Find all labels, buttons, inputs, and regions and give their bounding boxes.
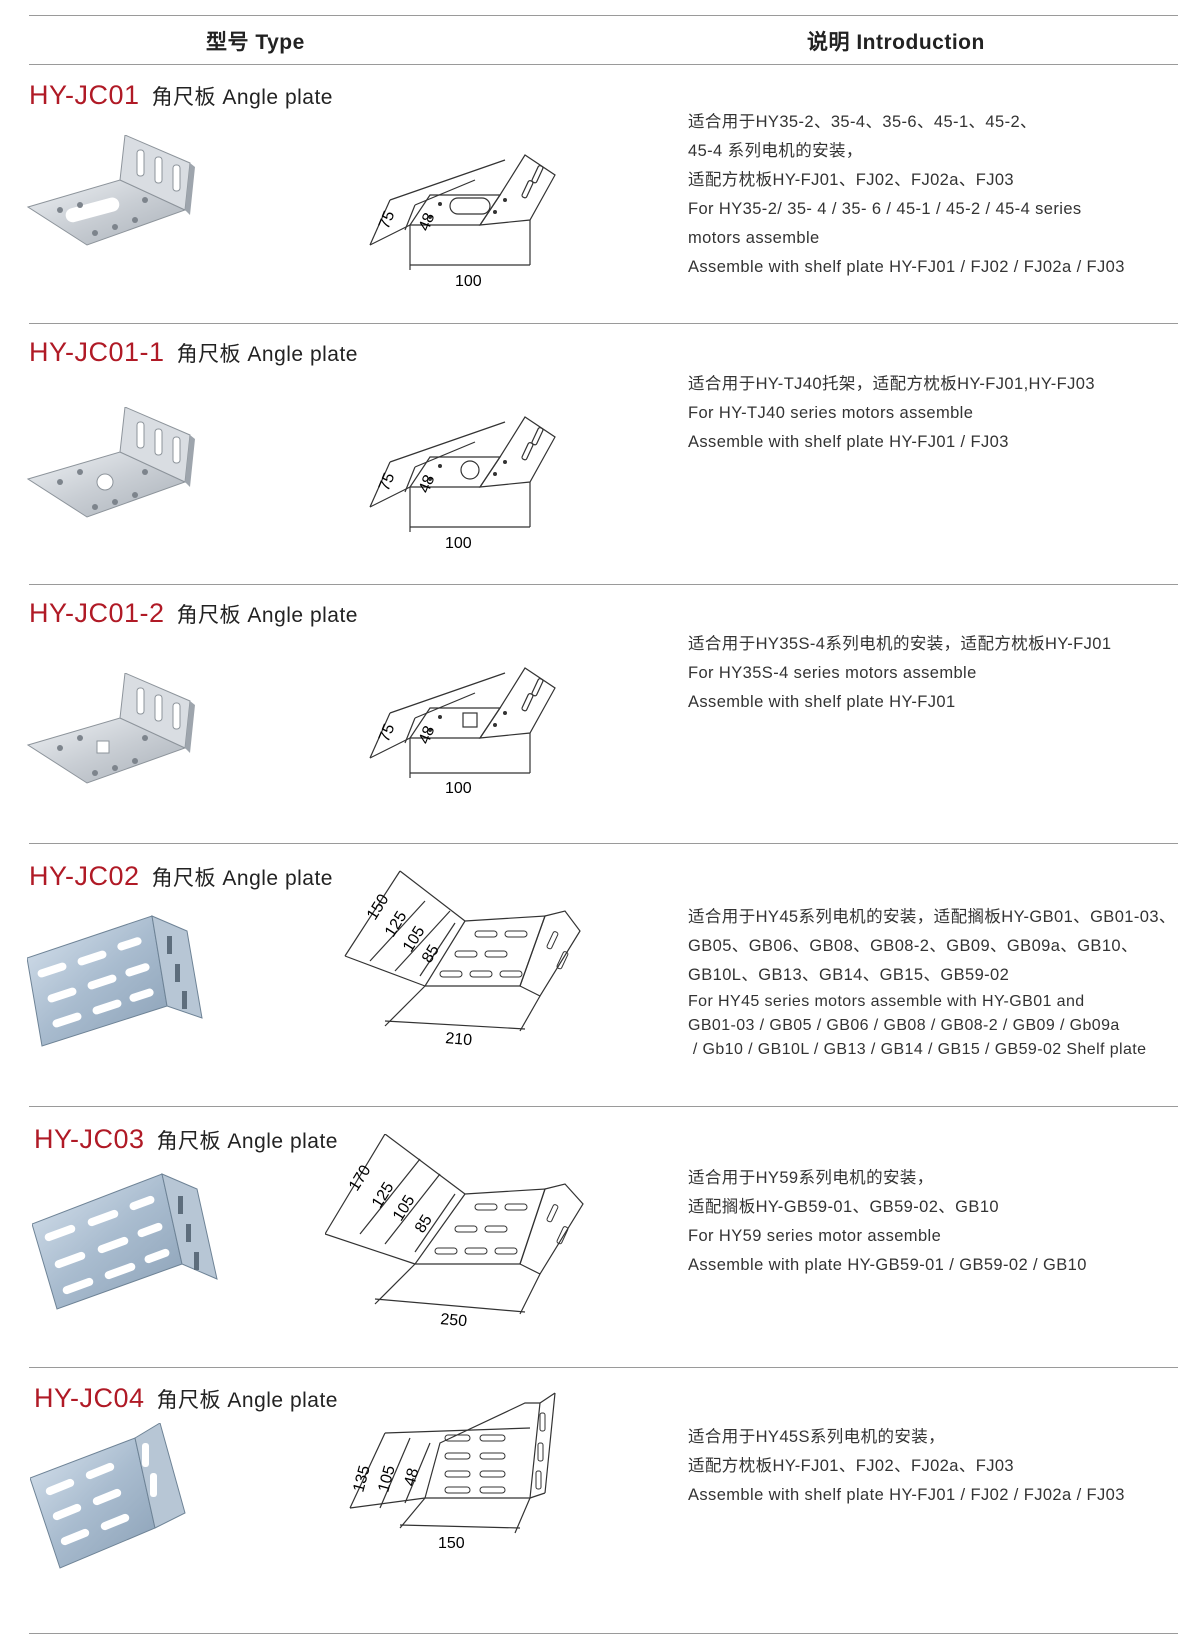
description-line: 适合用于HY35S-4系列电机的安装，适配方枕板HY-FJ01 — [688, 635, 1112, 653]
product-code: HY-JC02 — [29, 861, 140, 891]
dimension-label: 48 — [416, 211, 438, 234]
description-line: Assemble with plate HY-GB59-01 / GB59-02… — [688, 1256, 1087, 1274]
dimension-label: 48 — [416, 473, 438, 496]
product-code: HY-JC04 — [34, 1383, 145, 1413]
row-divider — [29, 843, 1178, 844]
product-name: 角尺板 Angle plate — [156, 1130, 338, 1153]
description-line: 适配方枕板HY-FJ01、FJ02、FJ02a、FJ03 — [688, 1457, 1015, 1475]
bottom-rule — [29, 1633, 1178, 1634]
dimension-drawing: 75 48 100 — [369, 154, 556, 290]
row-divider — [29, 584, 1178, 585]
angle-plate-photo — [26, 407, 195, 518]
product-title: HY-JC04 角尺板 Angle plate — [34, 1383, 338, 1414]
dimension-label: 150 — [438, 1535, 465, 1552]
description-line: 适合用于HY45S系列电机的安装， — [688, 1428, 946, 1446]
dimension-drawing: 75 48 100 — [369, 416, 556, 552]
product-code: HY-JC03 — [34, 1124, 145, 1154]
dimension-label: 75 — [376, 471, 398, 494]
angle-plate-photo — [32, 1173, 218, 1310]
description-line: For HY35-2/ 35- 4 / 35- 6 / 45-1 / 45-2 … — [688, 200, 1082, 218]
description-line: Assemble with shelf plate HY-FJ01 / FJ02… — [688, 258, 1125, 276]
product-code: HY-JC01-1 — [29, 337, 165, 367]
description-line: Assemble with shelf plate HY-FJ01 / FJ03 — [688, 433, 1009, 451]
type-column-header: 型号 Type — [206, 31, 305, 54]
dimension-label: 125 — [369, 1179, 398, 1211]
dimension-label: 170 — [346, 1162, 375, 1194]
product-description: 适合用于HY45系列电机的安装，适配搁板HY-GB01、GB01-03、 GB0… — [688, 903, 1176, 1062]
description-line: For HY-TJ40 series motors assemble — [688, 404, 974, 422]
product-description: 适合用于HY59系列电机的安装， 适配搁板HY-GB59-01、GB59-02、… — [688, 1164, 1087, 1280]
top-rule — [29, 15, 1178, 16]
header-rule — [29, 64, 1178, 65]
product-name: 角尺板 Angle plate — [176, 604, 358, 627]
product-code: HY-JC01 — [29, 80, 140, 110]
product-title: HY-JC01 角尺板 Angle plate — [29, 80, 333, 111]
dimension-drawing: 75 48 100 — [369, 667, 556, 797]
product-description: 适合用于HY-TJ40托架，适配方枕板HY-FJ01,HY-FJ03 For H… — [688, 370, 1095, 457]
product-name: 角尺板 Angle plate — [151, 86, 333, 109]
description-line: Assemble with shelf plate HY-FJ01 / FJ02… — [688, 1486, 1125, 1504]
dimension-label: 85 — [419, 942, 443, 966]
dimension-drawing: 150 125 105 85 210 — [344, 870, 581, 1049]
dimension-label: 48 — [401, 1466, 422, 1488]
description-line: For HY35S-4 series motors assemble — [688, 664, 977, 682]
description-line: 适配方枕板HY-FJ01、FJ02、FJ02a、FJ03 — [688, 171, 1015, 189]
product-name: 角尺板 Angle plate — [156, 1389, 338, 1412]
description-line: 45-4 系列电机的安装， — [688, 142, 863, 160]
dimension-label: 75 — [376, 722, 398, 745]
product-description: 适合用于HY35-2、35-4、35-6、45-1、45-2、 45-4 系列电… — [688, 108, 1125, 282]
product-title: HY-JC02 角尺板 Angle plate — [29, 861, 333, 892]
angle-plate-photo — [27, 915, 203, 1047]
product-code: HY-JC01-2 — [29, 598, 165, 628]
dimension-label: 135 — [350, 1464, 373, 1494]
dimension-label: 105 — [390, 1192, 419, 1224]
description-line: motors assemble — [688, 229, 820, 247]
dimension-label: 85 — [412, 1212, 436, 1236]
description-line: / Gb10 / GB10L / GB13 / GB14 / GB15 / GB… — [688, 1041, 1147, 1058]
product-title: HY-JC03 角尺板 Angle plate — [34, 1124, 338, 1155]
description-line: For HY45 series motors assemble with HY-… — [688, 993, 1085, 1010]
product-title: HY-JC01-1 角尺板 Angle plate — [29, 337, 358, 368]
product-description: 适合用于HY45S系列电机的安装， 适配方枕板HY-FJ01、FJ02、FJ02… — [688, 1423, 1125, 1510]
description-line: Assemble with shelf plate HY-FJ01 — [688, 693, 956, 711]
angle-plate-photo — [30, 1423, 186, 1569]
row-divider — [29, 1106, 1178, 1107]
product-name: 角尺板 Angle plate — [151, 867, 333, 890]
description-line: For HY59 series motor assemble — [688, 1227, 942, 1245]
dimension-drawing: 170 125 105 85 250 — [325, 1134, 584, 1330]
dimension-label: 250 — [440, 1311, 468, 1330]
description-line: GB10L、GB13、GB14、GB15、GB59-02 — [688, 966, 1010, 984]
dimension-label: 150 — [364, 891, 393, 923]
dimension-label: 100 — [445, 535, 472, 552]
product-title: HY-JC01-2 角尺板 Angle plate — [29, 598, 358, 629]
row-divider — [29, 1367, 1178, 1368]
angle-plate-photo — [26, 135, 195, 246]
product-description: 适合用于HY35S-4系列电机的安装，适配方枕板HY-FJ01 For HY35… — [688, 630, 1111, 717]
description-line: 适配搁板HY-GB59-01、GB59-02、GB10 — [688, 1198, 999, 1216]
description-line: GB01-03 / GB05 / GB06 / GB08 / GB08-2 / … — [688, 1017, 1120, 1034]
description-line: 适合用于HY35-2、35-4、35-6、45-1、45-2、 — [688, 113, 1037, 131]
description-line: 适合用于HY-TJ40托架，适配方枕板HY-FJ01,HY-FJ03 — [688, 375, 1095, 393]
dimension-label: 100 — [455, 273, 482, 290]
row-divider — [29, 323, 1178, 324]
dimension-label: 105 — [375, 1464, 398, 1494]
angle-plate-photo — [26, 673, 195, 784]
description-line: 适合用于HY45系列电机的安装，适配搁板HY-GB01、GB01-03、 — [688, 908, 1176, 926]
dimension-label: 210 — [445, 1030, 473, 1049]
dimension-label: 48 — [416, 724, 438, 747]
product-name: 角尺板 Angle plate — [176, 343, 358, 366]
dimension-drawing: 135 105 48 150 — [349, 1392, 556, 1552]
introduction-column-header: 说明 Introduction — [807, 31, 985, 54]
dimension-label: 75 — [376, 209, 398, 232]
dimension-label: 100 — [445, 780, 472, 797]
description-line: 适合用于HY59系列电机的安装， — [688, 1169, 934, 1187]
description-line: GB05、GB06、GB08、GB08-2、GB09、GB09a、GB10、 — [688, 937, 1138, 955]
